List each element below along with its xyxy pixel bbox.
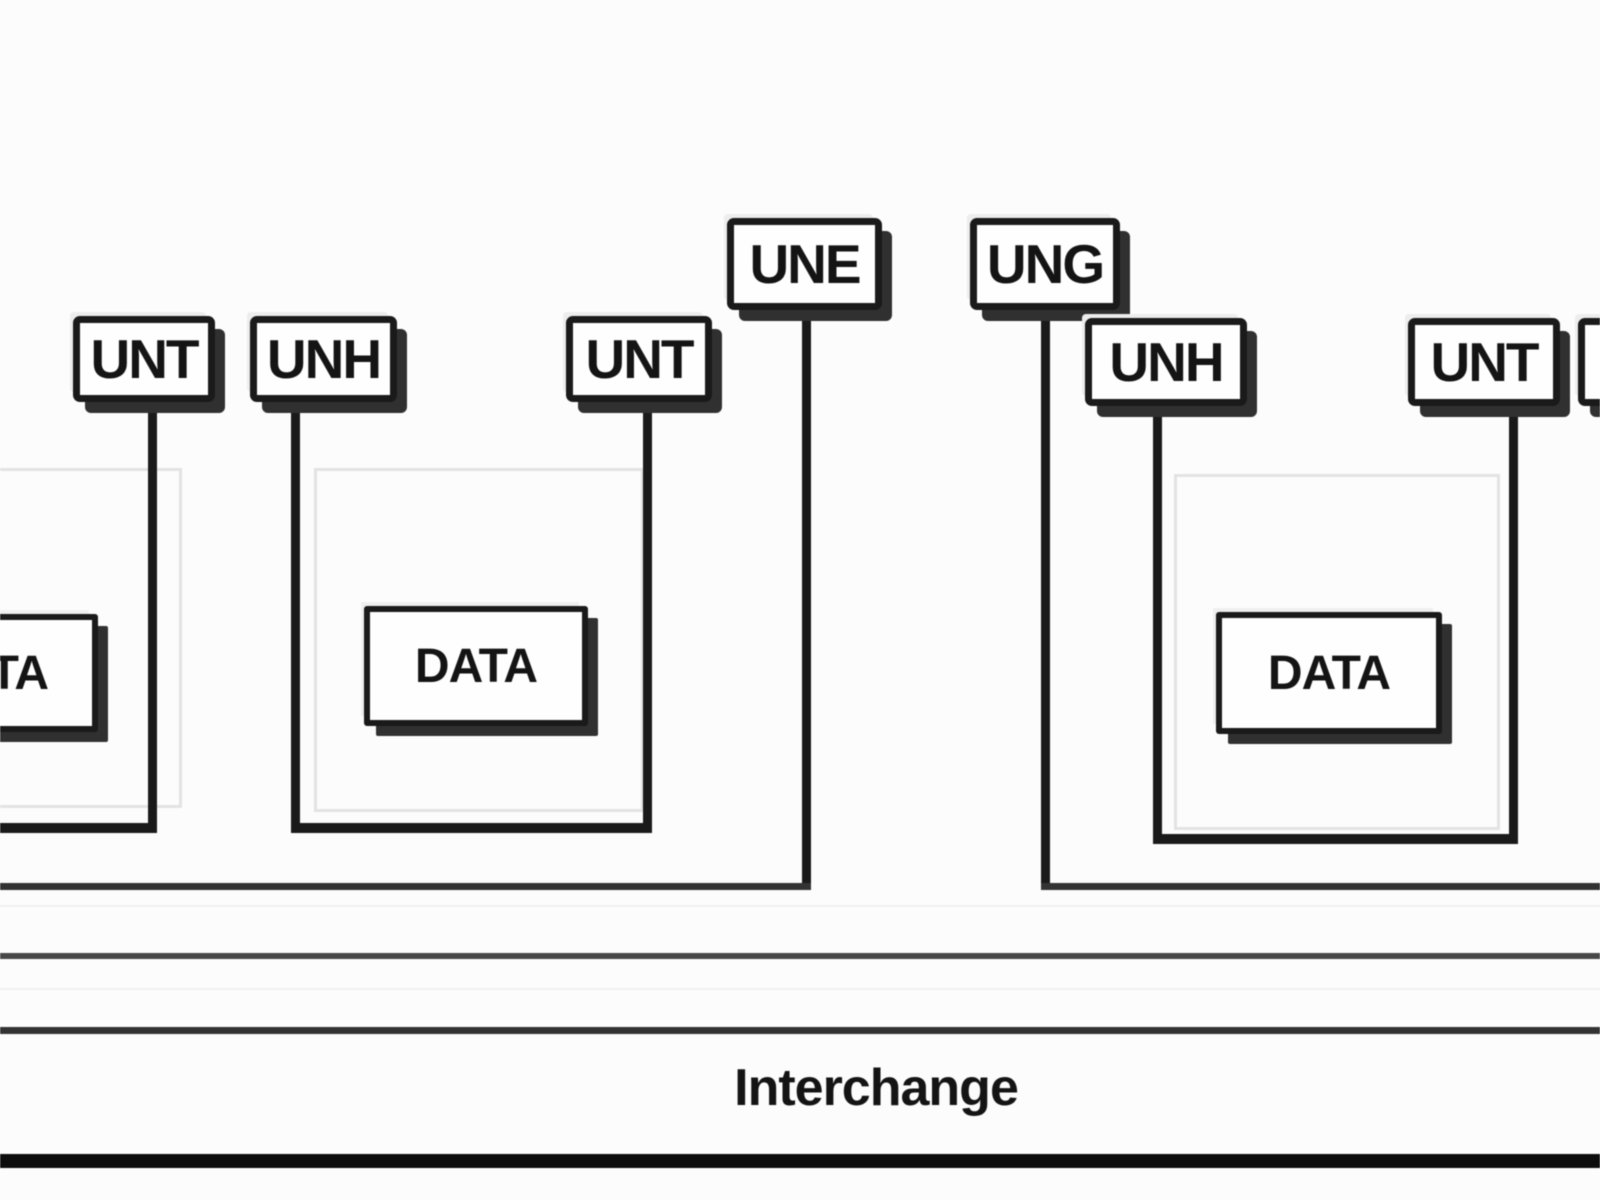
segment-box-ung: UNG xyxy=(970,218,1120,310)
segment-box-une: UNE xyxy=(727,218,882,310)
scan-artifact-line xyxy=(0,988,1600,990)
ghost-rectangle xyxy=(0,468,182,808)
interchange-band-line-middle xyxy=(0,1027,1600,1034)
interchange-band-line-top xyxy=(0,953,1600,959)
message-bracket-middle xyxy=(291,823,652,833)
segment-box-unt-3: UNT xyxy=(1408,318,1560,406)
group-line-left xyxy=(0,883,811,890)
data-box-left-partial: DATA xyxy=(0,614,98,732)
group-line-right xyxy=(1041,883,1600,890)
une-connector-line xyxy=(802,308,811,890)
segment-box-partial-right xyxy=(1578,318,1600,406)
segment-box-unt-2: UNT xyxy=(566,316,712,402)
message-bracket-right xyxy=(1153,834,1518,844)
ung-connector-line xyxy=(1041,308,1050,890)
scan-artifact-line xyxy=(0,905,1600,907)
interchange-label: Interchange xyxy=(734,1059,1019,1117)
data-box-right: DATA xyxy=(1216,612,1442,734)
unt3-connector-line xyxy=(1509,405,1518,844)
unt2-connector-line xyxy=(643,400,652,832)
message-bracket-left xyxy=(0,823,157,833)
ghost-rectangle xyxy=(1174,474,1500,830)
data-box-middle: DATA xyxy=(364,606,588,726)
segment-box-unh-1: UNH xyxy=(250,316,397,402)
segment-box-unt-1: UNT xyxy=(73,316,215,402)
ghost-rectangle xyxy=(314,468,644,812)
segment-box-unh-2: UNH xyxy=(1085,318,1247,406)
interchange-band-line-bottom xyxy=(0,1154,1600,1168)
unt1-connector-line xyxy=(148,400,157,832)
unh1-connector-line xyxy=(291,400,300,832)
unh2-connector-line xyxy=(1153,405,1162,844)
